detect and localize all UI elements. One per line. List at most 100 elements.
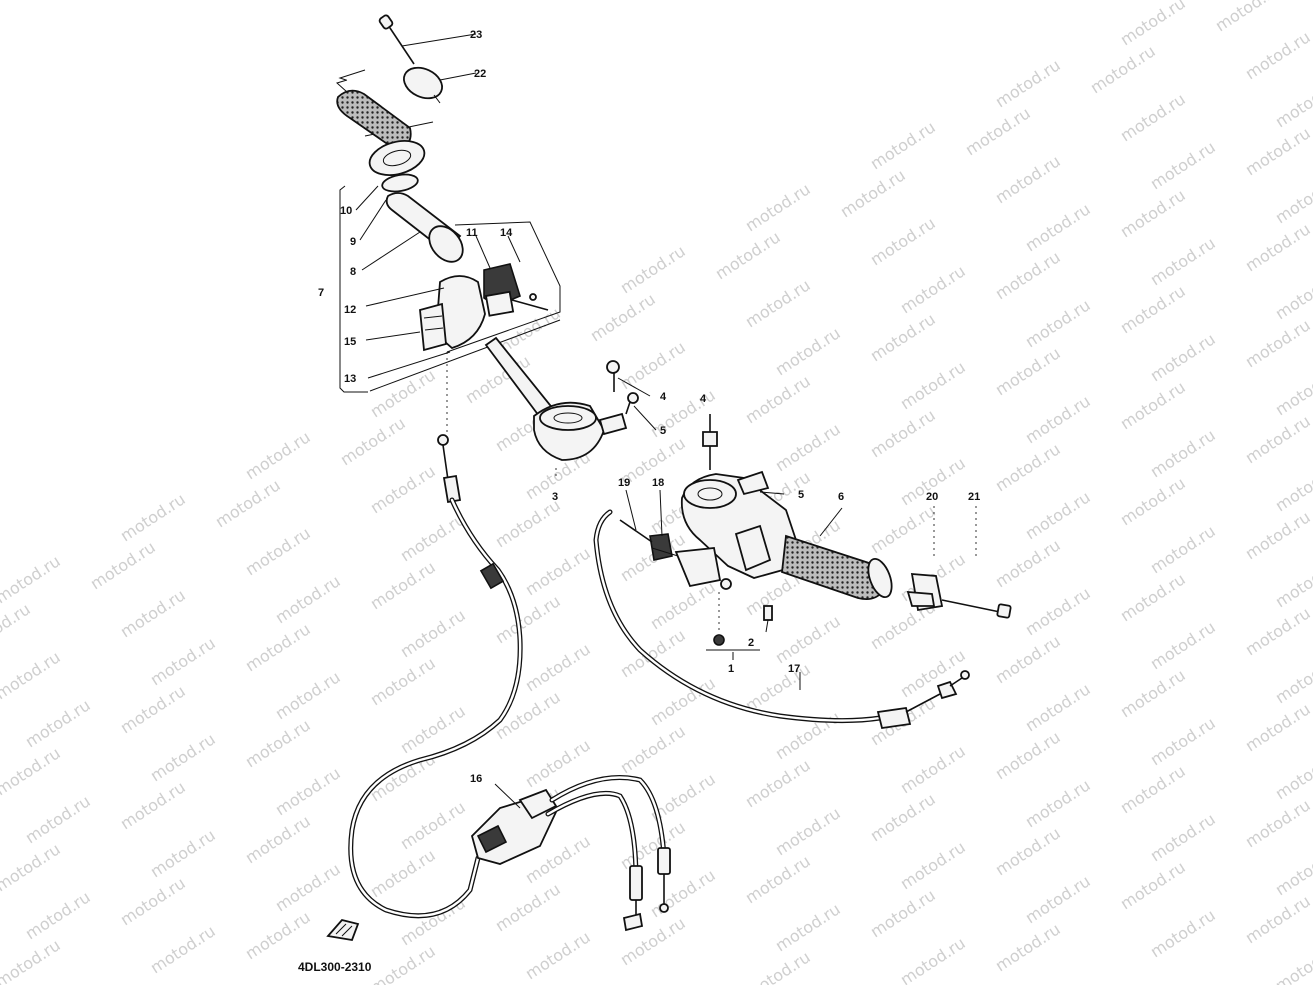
watermark-text: motod.ru — [617, 721, 689, 777]
watermark-text: motod.ru — [1242, 123, 1313, 179]
watermark-text: motod.ru — [772, 803, 844, 859]
callout-21: 21 — [968, 491, 980, 503]
watermark-text: motod.ru — [1147, 329, 1219, 385]
callout-23: 23 — [470, 29, 482, 41]
watermark-text: motod.ru — [1022, 487, 1094, 543]
watermark-text: motod.ru — [367, 557, 439, 613]
callout-12: 12 — [344, 304, 356, 316]
watermark-text: motod.ru — [22, 887, 94, 943]
watermark-text: motod.ru — [772, 611, 844, 667]
watermark-text: motod.ru — [962, 103, 1034, 159]
watermark-text: motod.ru — [0, 647, 64, 703]
callout-8: 8 — [350, 266, 356, 278]
callout-4b: 4 — [700, 393, 707, 405]
watermark-text: motod.ru — [1147, 809, 1219, 865]
watermark-text: motod.ru — [1272, 555, 1313, 611]
watermark-text: motod.ru — [1117, 185, 1189, 241]
watermark-text: motod.ru — [867, 885, 939, 941]
watermark-text: motod.ru — [867, 117, 939, 173]
callouts: 23 22 10 9 8 7 11 14 12 15 13 4 5 4 3 19… — [318, 29, 980, 785]
watermark-text: motod.ru — [897, 357, 969, 413]
watermark-text: motod.ru — [117, 681, 189, 737]
watermark-text: motod.ru — [772, 899, 844, 955]
watermark-text: motod.ru — [1022, 679, 1094, 735]
watermark-text: motod.ru — [1242, 891, 1313, 947]
watermark-text: motod.ru — [1022, 583, 1094, 639]
watermark-text: motod.ru — [117, 777, 189, 833]
watermark-text: motod.ru — [617, 817, 689, 873]
watermark-text: motod.ru — [1272, 747, 1313, 803]
callout-7: 7 — [318, 287, 324, 299]
watermark-text: motod.ru — [1242, 411, 1313, 467]
watermark-text: motod.ru — [272, 859, 344, 915]
watermark-text: motod.ru — [742, 659, 814, 715]
watermark-text: motod.ru — [397, 797, 469, 853]
watermark-text: motod.ru — [617, 337, 689, 393]
watermark-text: motod.ru — [1022, 871, 1094, 927]
watermark-text: motod.ru — [397, 605, 469, 661]
watermark-text: motod.ru — [1117, 473, 1189, 529]
watermark-text: motod.ru — [492, 879, 564, 935]
watermark-text: motod.ru — [212, 475, 284, 531]
watermark-text: motod.ru — [1147, 713, 1219, 769]
watermark-text: motod.ru — [87, 537, 159, 593]
watermark-text: motod.ru — [712, 227, 784, 283]
watermark-text: motod.ru — [1242, 507, 1313, 563]
watermark-text: motod.ru — [1147, 521, 1219, 577]
watermark-text: motod.ru — [897, 933, 969, 985]
watermark-text: motod.ru — [867, 789, 939, 845]
watermark-text: motod.ru — [242, 811, 314, 867]
callout-1: 1 — [728, 663, 734, 675]
watermark-text: motod.ru — [1242, 219, 1313, 275]
watermark-text: motod.ru — [0, 839, 64, 895]
watermark-text: motod.ru — [147, 921, 219, 977]
watermark-text: motod.ru — [742, 275, 814, 331]
watermark-text: motod.ru — [992, 55, 1064, 111]
watermark-text: motod.ru — [367, 845, 439, 901]
throttle-cable — [348, 434, 671, 932]
watermark-text: motod.ru — [992, 919, 1064, 975]
watermark-text: motod.ru — [1272, 459, 1313, 515]
watermark-text: motod.ru — [1272, 939, 1313, 985]
callout-18: 18 — [652, 477, 664, 489]
callout-4a: 4 — [660, 391, 667, 403]
watermark-text: motod.ru — [1022, 295, 1094, 351]
watermark-text: motod.ru — [367, 461, 439, 517]
watermark-text: motod.ru — [492, 591, 564, 647]
watermark-text: motod.ru — [867, 213, 939, 269]
callout-5b: 5 — [798, 489, 804, 501]
watermark-text: motod.ru — [1147, 905, 1219, 961]
callout-6: 6 — [838, 491, 844, 503]
watermark-text: motod.ru — [742, 851, 814, 907]
watermark-text: motod.ru — [1242, 27, 1313, 83]
reference-symbol — [326, 918, 360, 942]
callout-2: 2 — [748, 637, 754, 649]
watermark-text: motod.ru — [992, 247, 1064, 303]
callout-5a: 5 — [660, 425, 666, 437]
watermark-text: motod.ru — [897, 837, 969, 893]
callout-17: 17 — [788, 663, 800, 675]
watermark-text: motod.ru — [1147, 617, 1219, 673]
watermark-text: motod.ru — [22, 695, 94, 751]
watermark-text: motod.ru — [272, 763, 344, 819]
watermark-text: motod.ru — [992, 151, 1064, 207]
watermark-text: motod.ru — [992, 631, 1064, 687]
watermark-text: motod.ru — [772, 419, 844, 475]
callout-15: 15 — [344, 336, 356, 348]
leader-lines — [355, 33, 977, 809]
watermark-text: motod.ru — [1272, 267, 1313, 323]
watermark-text: motod.ru — [897, 741, 969, 797]
watermark-text: motod.ru — [1117, 857, 1189, 913]
watermark-text: motod.ru — [1242, 699, 1313, 755]
watermark-text: motod.ru — [337, 413, 409, 469]
watermark-text: motod.ru — [1147, 425, 1219, 481]
watermark-text: motod.ru — [867, 309, 939, 365]
watermark-text: motod.ru — [1022, 391, 1094, 447]
watermark-text: motod.ru — [772, 323, 844, 379]
watermark-text: motod.ru — [1087, 41, 1159, 97]
watermark-text: motod.ru — [272, 571, 344, 627]
watermark-text: motod.ru — [242, 715, 314, 771]
watermark-text: motod.ru — [117, 873, 189, 929]
